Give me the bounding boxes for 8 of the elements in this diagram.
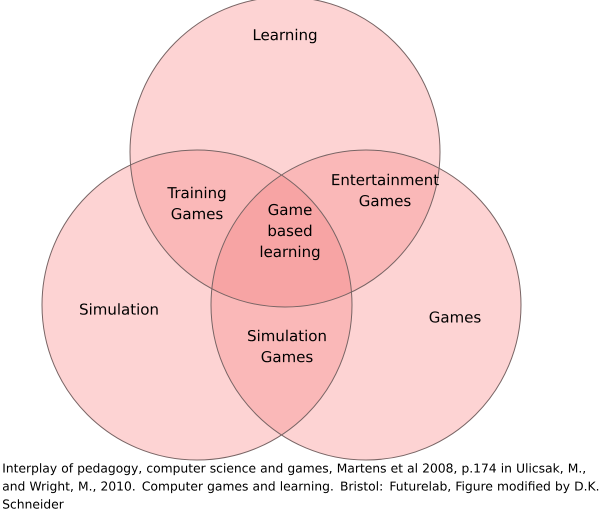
overlap-label: Game based learning bbox=[260, 204, 320, 260]
overlap-label: Entertainment Games bbox=[332, 174, 439, 206]
circle-label: Learning bbox=[254, 28, 316, 44]
circle-label: Games bbox=[430, 311, 480, 323]
overlap-label: Training Games bbox=[167, 186, 226, 220]
overlap-label: Simulation Games bbox=[248, 330, 326, 362]
circle-label: Simulation bbox=[80, 303, 158, 315]
caption: Interplay of pedagogy, computer science and games, Martens et al 2008, p.174 in Ulicsak, M., and Wright, M., 2010. Computer games and learning. Bristol: Futurelab, Figure modified by D.K. Schneider bbox=[2, 463, 598, 509]
